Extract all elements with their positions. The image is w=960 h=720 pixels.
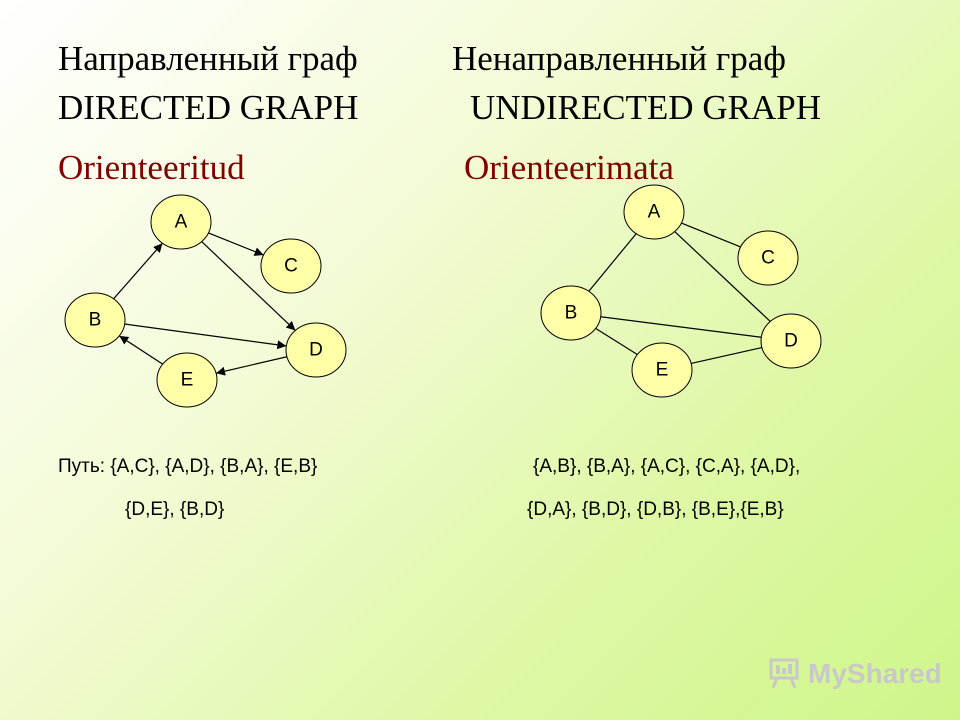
undirected-node-shape — [737, 230, 799, 286]
undirected-node-shape — [623, 184, 685, 240]
directed-edge-a-d — [201, 241, 296, 331]
directed-node-label: D — [309, 340, 323, 361]
directed-path-line-1: Путь: {A,C}, {A,D}, {B,A}, {E,B} — [58, 456, 318, 477]
undirected-edge-b-d — [600, 316, 762, 338]
undirected-node-label: A — [648, 202, 661, 223]
undirected-edge-a-d — [674, 231, 771, 322]
undirected-node-d: D — [760, 313, 822, 369]
directed-node-label: C — [284, 256, 298, 277]
directed-node-shape — [260, 238, 322, 294]
directed-edge-b-a — [113, 242, 163, 300]
directed-node-b: B — [64, 292, 126, 348]
directed-node-shape — [156, 352, 218, 408]
undirected-node-shape — [760, 313, 822, 369]
presentation-board-icon — [769, 658, 799, 689]
heading-undirected-en: UNDIRECTED GRAPH — [470, 88, 821, 127]
undirected-edge-e-d — [690, 346, 763, 365]
undirected-path-line-1: {A,B}, {B,A}, {A,C}, {C,A}, {A,D}, — [533, 456, 801, 477]
directed-edge-a-c — [208, 232, 264, 256]
undirected-node-shape — [631, 342, 693, 398]
directed-node-label: E — [181, 370, 194, 391]
directed-edge-d-e — [215, 356, 288, 376]
undirected-node-label: E — [656, 360, 669, 381]
heading-directed-en: DIRECTED GRAPH — [58, 88, 359, 127]
undirected-node-label: C — [761, 248, 775, 269]
directed-node-a: A — [150, 194, 212, 250]
undirected-node-b: B — [540, 285, 602, 341]
heading-undirected-ru: Ненаправленный граф — [452, 39, 786, 78]
heading-directed-ru: Направленный граф — [58, 39, 358, 78]
undirected-edge-a-c — [681, 222, 741, 248]
undirected-edge-a-b — [588, 233, 637, 292]
directed-node-shape — [285, 322, 347, 378]
undirected-node-shape — [540, 285, 602, 341]
undirected-node-label: B — [565, 303, 578, 324]
undirected-node-c: C — [737, 230, 799, 286]
heading-directed-et: Orienteeritud — [58, 148, 245, 187]
directed-edge-b-d — [124, 323, 287, 350]
undirected-node-a: A — [623, 184, 685, 240]
heading-undirected-et: Orienteerimata — [464, 148, 674, 187]
directed-node-label: B — [89, 310, 102, 331]
directed-edge-e-b — [118, 335, 164, 365]
directed-node-d: D — [285, 322, 347, 378]
directed-node-shape — [64, 292, 126, 348]
directed-node-label: A — [175, 212, 188, 233]
directed-path-line-2: {D,E}, {B,D} — [125, 499, 225, 520]
undirected-path-line-2: {D,A}, {B,D}, {D,B}, {B,E},{E,B} — [527, 499, 784, 520]
directed-node-c: C — [260, 238, 322, 294]
undirected-edge-b-e — [595, 327, 638, 356]
undirected-node-e: E — [631, 342, 693, 398]
directed-node-shape — [150, 194, 212, 250]
watermark-text: MyShared — [808, 658, 942, 689]
watermark-logo: MyShared — [768, 654, 942, 694]
undirected-node-label: D — [784, 331, 798, 352]
directed-node-e: E — [156, 352, 218, 408]
